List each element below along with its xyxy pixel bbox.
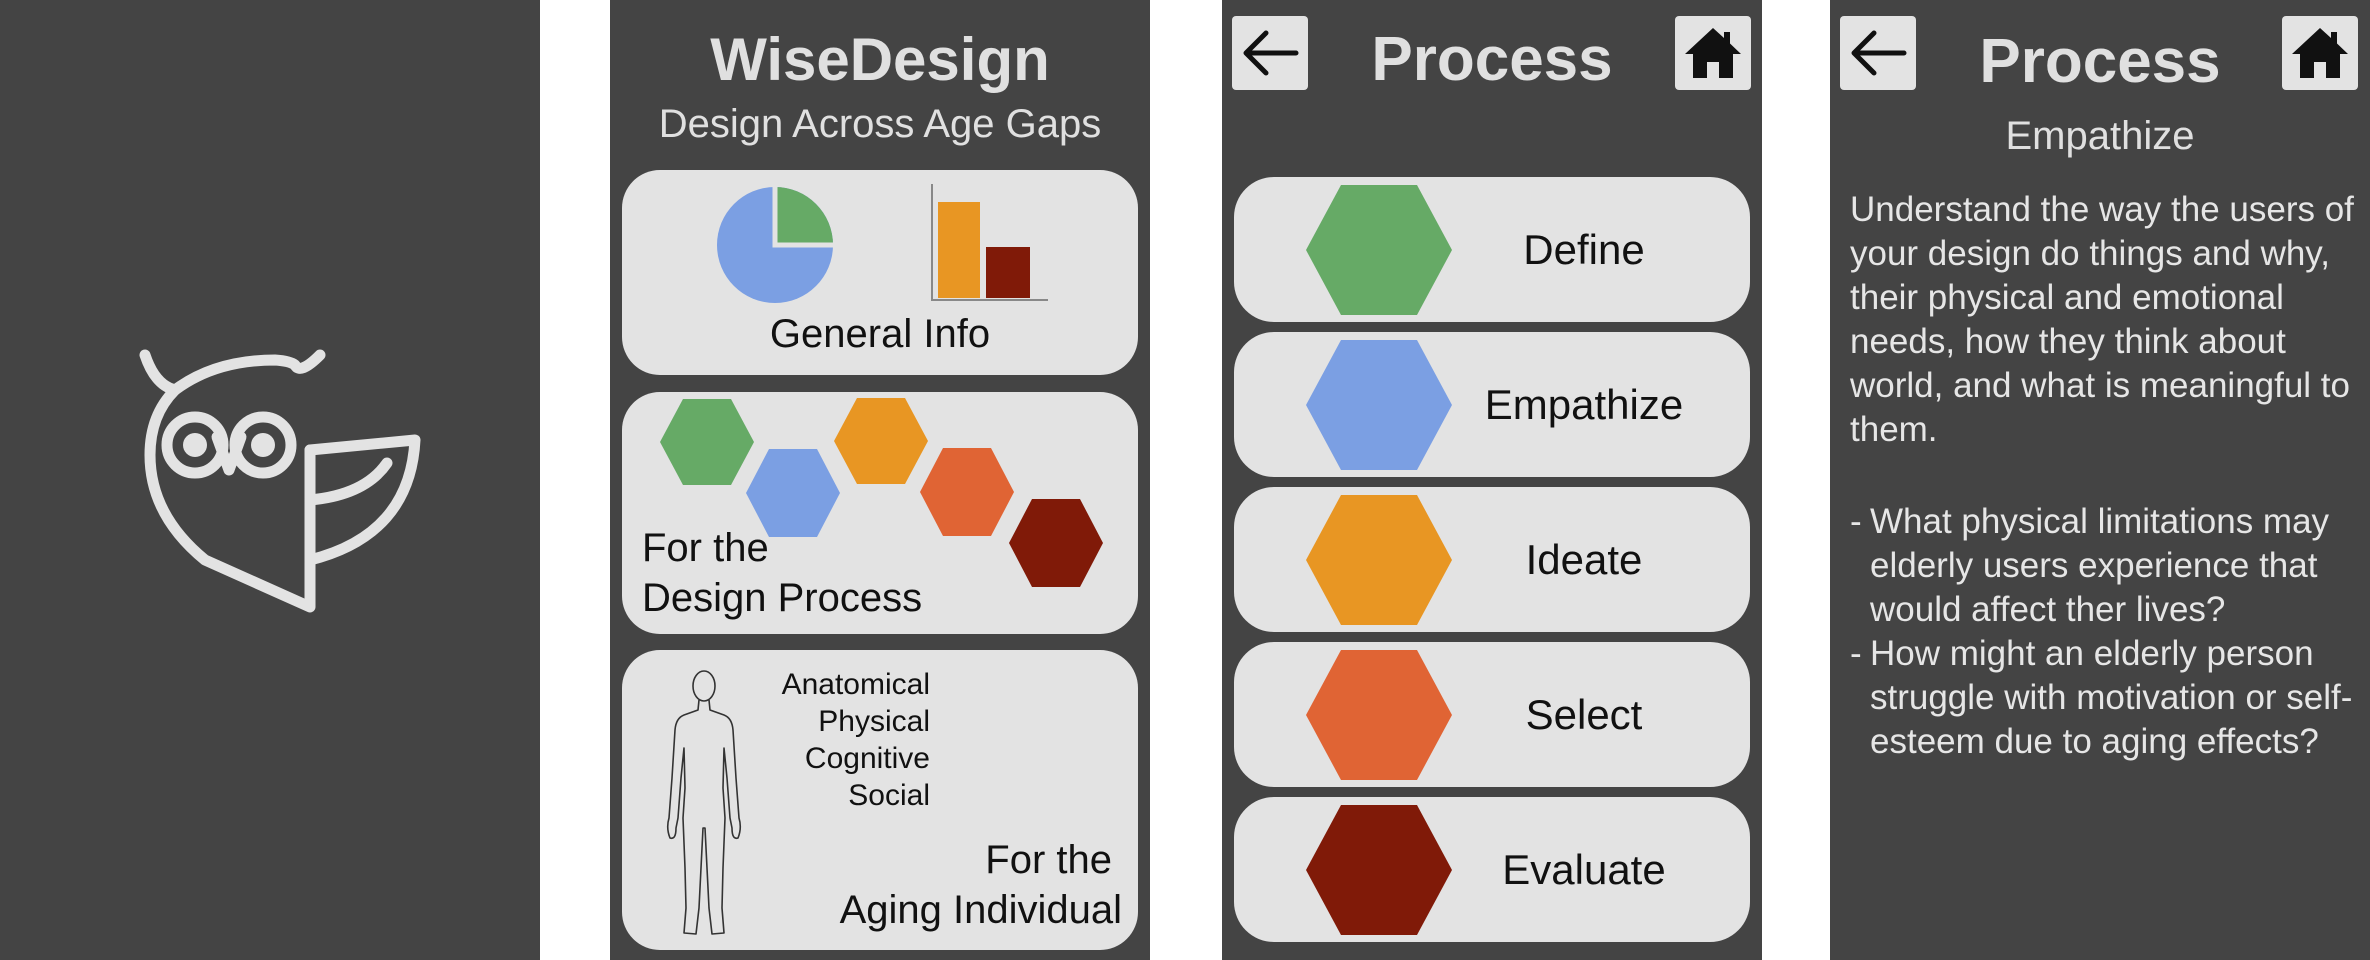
pie-chart-icon: [717, 187, 833, 303]
step-define-label: Define: [1523, 226, 1645, 273]
home-button[interactable]: [1675, 16, 1751, 90]
hexagon-green-icon: [1306, 185, 1452, 315]
app-subtitle: Design Across Age Gaps: [658, 102, 1102, 146]
question-item: How might an elderly person struggle wit…: [1850, 632, 2355, 764]
general-info-label: General Info: [769, 312, 991, 356]
step-select-button[interactable]: Select: [1234, 642, 1750, 787]
detail-title: Process: [1979, 27, 2221, 96]
aging-individual-card[interactable]: Anatomical Physical Cognitive Social For…: [622, 650, 1138, 950]
design-process-label-line1: For the: [642, 526, 769, 570]
step-select-label: Select: [1525, 691, 1643, 738]
back-button[interactable]: [1840, 16, 1916, 90]
topic-anatomical: Anatomical: [781, 668, 930, 701]
step-ideate-label: Ideate: [1525, 536, 1643, 583]
design-process-label-line2: Design Process: [642, 576, 923, 620]
process-screen: Process Define Empathize Ideate Select E…: [1222, 0, 1762, 960]
app-title: WiseDesign: [710, 26, 1050, 93]
back-arrow-icon: [1243, 30, 1299, 76]
detail-description: Understand the way the users of your des…: [1850, 190, 2354, 449]
step-define-button[interactable]: Define: [1234, 177, 1750, 322]
empathize-detail-screen: Process Empathize Understand the way the…: [1830, 0, 2370, 960]
step-ideate-button[interactable]: Ideate: [1234, 487, 1750, 632]
hexagon-darkred-icon: [1306, 805, 1452, 935]
bar-chart-icon: [931, 184, 1048, 301]
aging-individual-label-line2: Aging Individual: [839, 888, 1122, 932]
home-icon: [2292, 28, 2348, 78]
design-process-card[interactable]: For the Design Process: [622, 392, 1138, 634]
topic-physical: Physical: [818, 705, 930, 738]
step-empathize-button[interactable]: Empathize: [1234, 332, 1750, 477]
splash-screen: [0, 0, 540, 960]
topics-list: Anatomical Physical Cognitive Social: [782, 666, 930, 814]
owl-logo-icon: [139, 349, 421, 613]
aging-individual-label-line1: For the: [985, 838, 1112, 882]
step-evaluate-button[interactable]: Evaluate: [1234, 797, 1750, 942]
back-arrow-icon: [1851, 30, 1907, 76]
question-item: What physical limitations may elderly us…: [1850, 500, 2355, 632]
human-body-outline-icon: [666, 670, 742, 935]
hexagon-orange-icon: [1306, 650, 1452, 780]
process-title: Process: [1371, 25, 1613, 94]
hexagon-cluster-icon: [660, 398, 1103, 587]
back-button[interactable]: [1232, 16, 1308, 90]
hexagon-blue-icon: [1306, 340, 1452, 470]
hexagon-yellow-icon: [1306, 495, 1452, 625]
topic-cognitive: Cognitive: [804, 742, 930, 775]
general-info-card[interactable]: General Info: [622, 170, 1138, 375]
home-screen: WiseDesign Design Across Age Gaps Genera…: [610, 0, 1150, 960]
step-evaluate-label: Evaluate: [1502, 846, 1666, 893]
home-button[interactable]: [2282, 16, 2358, 90]
step-empathize-label: Empathize: [1484, 381, 1684, 428]
home-icon: [1685, 28, 1741, 78]
detail-subtitle: Empathize: [2005, 114, 2195, 158]
detail-questions: What physical limitations may elderly us…: [1850, 500, 2355, 764]
topic-social: Social: [848, 779, 930, 812]
